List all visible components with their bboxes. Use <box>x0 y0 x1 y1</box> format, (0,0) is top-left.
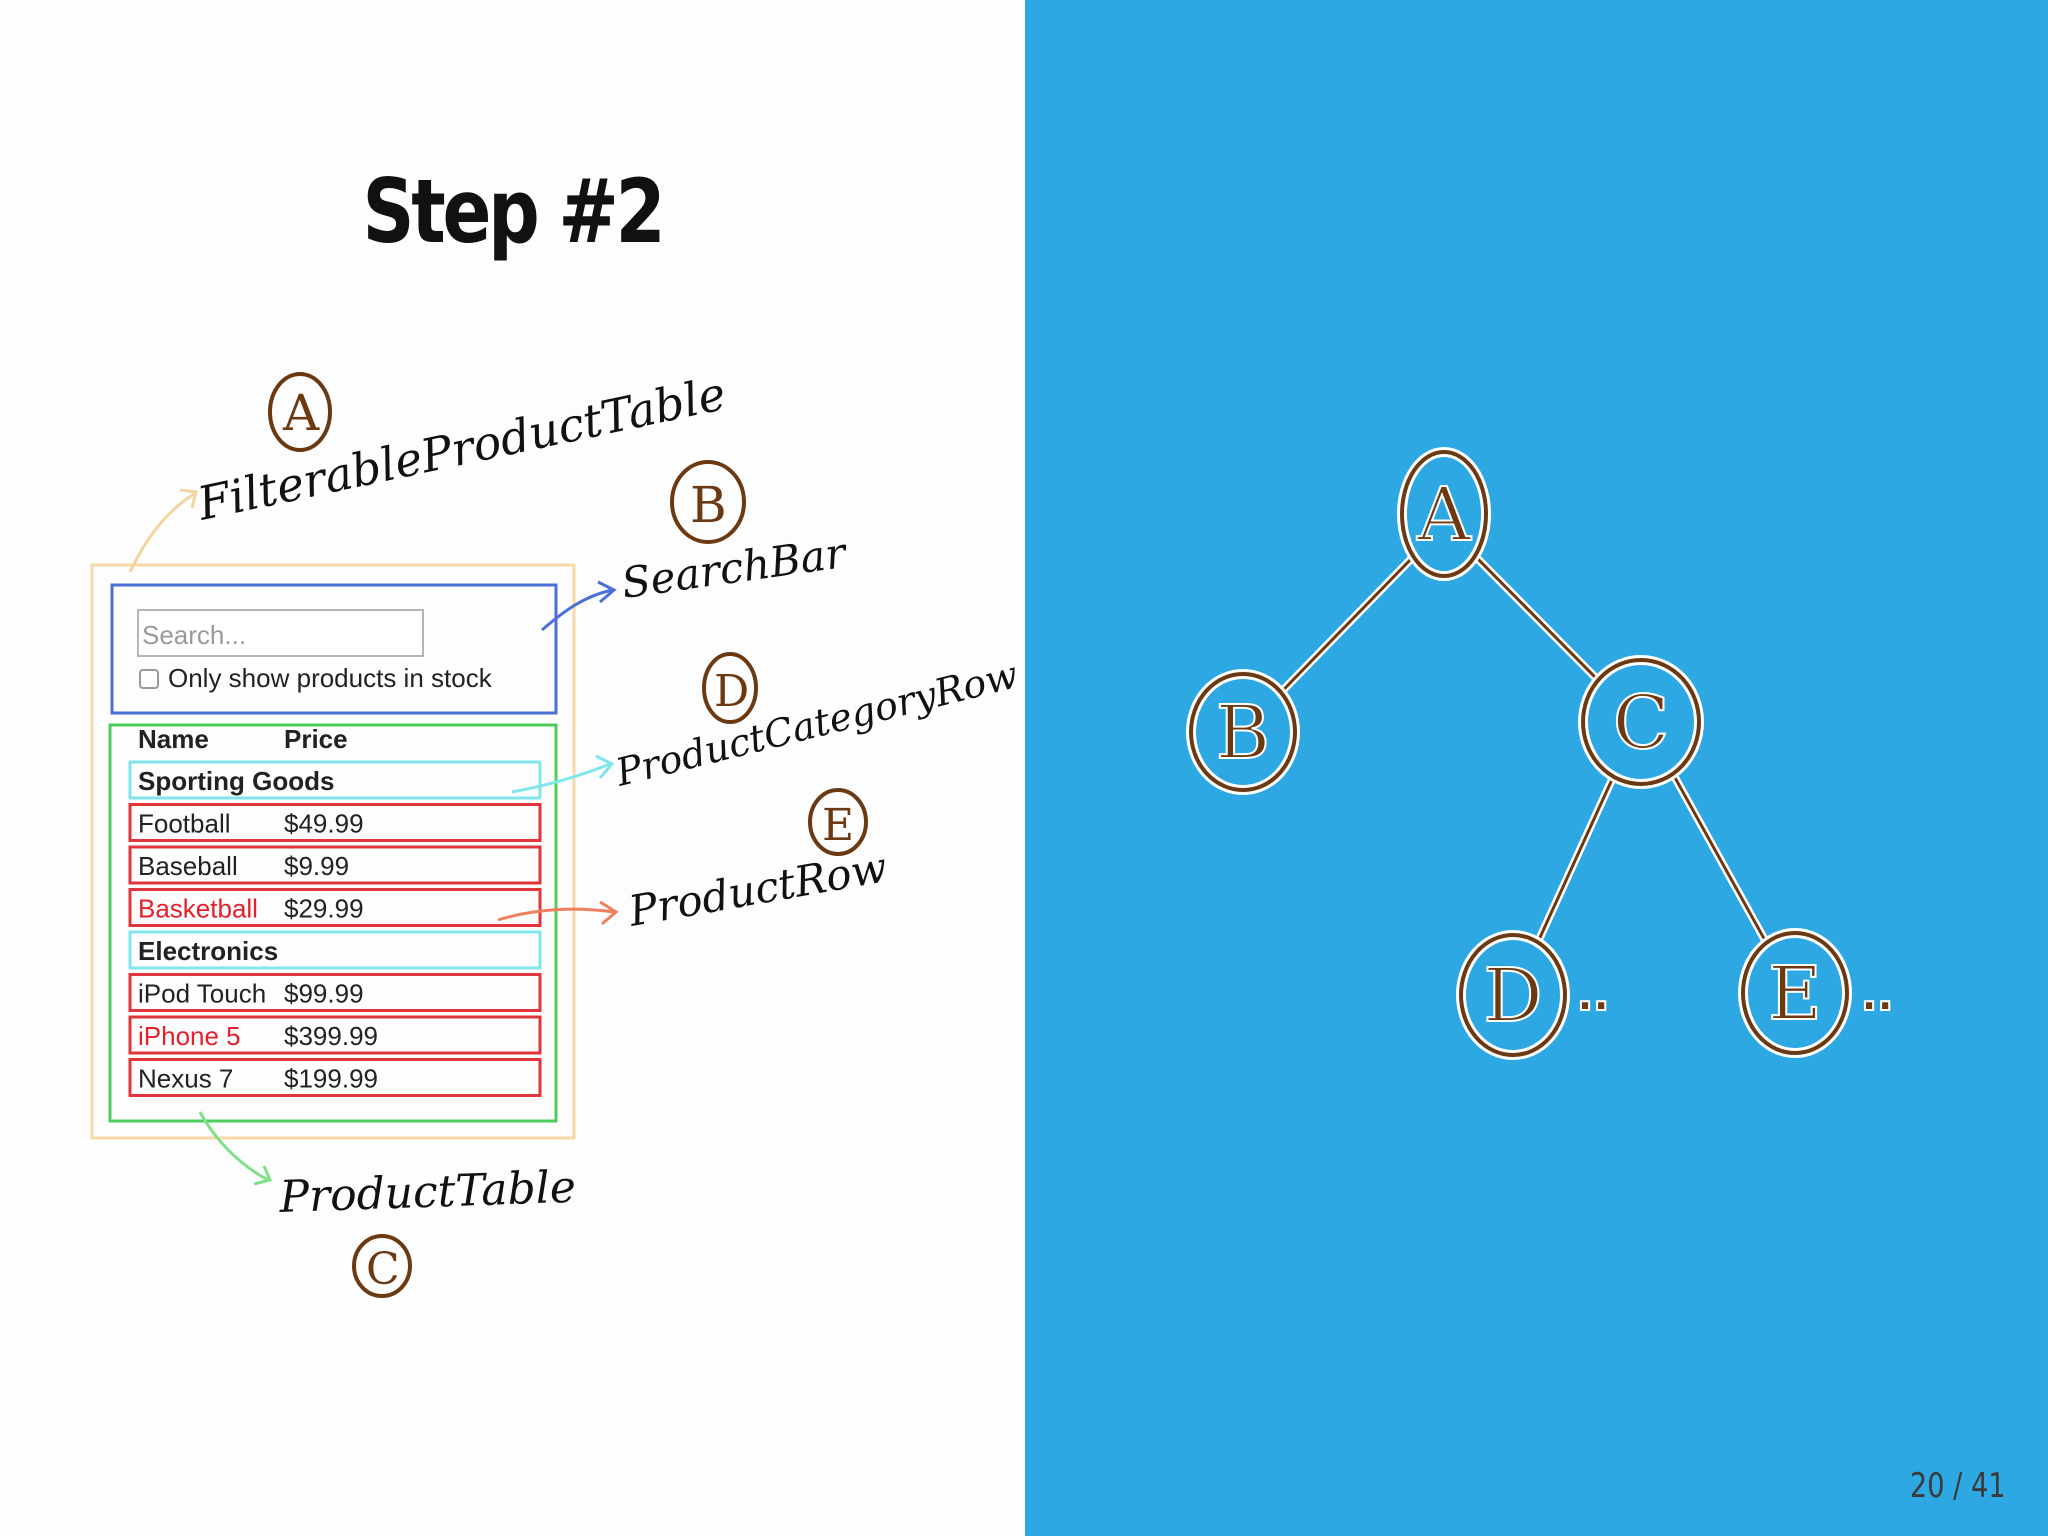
category-row-box <box>128 760 542 800</box>
annotation-d-circle <box>702 652 758 724</box>
tree-node-d-circle <box>1459 933 1567 1057</box>
search-placeholder: Search... <box>142 620 246 650</box>
product-price: $9.99 <box>284 851 349 881</box>
category-name: Sporting Goods <box>138 766 334 796</box>
column-header-name: Name <box>138 724 209 754</box>
tree-edge-c-d <box>1535 773 1616 945</box>
product-table-box <box>108 723 558 1123</box>
product-price: $29.99 <box>284 894 364 924</box>
annotation-a-letter: A <box>282 384 320 442</box>
tree-node-e-label: E <box>1768 951 1822 1037</box>
search-input[interactable] <box>137 609 424 657</box>
annotation-b-circle <box>670 460 746 544</box>
annotation-e-circle <box>808 788 868 856</box>
slide-counter: 20 / 41 <box>1910 1466 2006 1506</box>
annotation-d-label: ProductCategoryRow <box>611 652 1023 795</box>
component-tree-diagram: A B C D E .. .. <box>1186 447 1894 1060</box>
tree-edge-a-c <box>1474 555 1599 681</box>
tree-node-b-label: B <box>1216 690 1270 776</box>
arrow-d <box>511 762 611 794</box>
ellipsis-d: .. <box>1577 958 1609 1023</box>
annotation-c-label: ProductTable <box>278 1162 577 1223</box>
product-name: Football <box>138 809 231 839</box>
tree-edges <box>1277 552 1771 948</box>
tree-node-e-circle <box>1741 931 1849 1055</box>
annotation-a: A FilterableProductTable <box>128 366 730 573</box>
annotation-b-label: SearchBar <box>619 528 852 608</box>
product-row-box <box>128 1015 542 1055</box>
slide-title: Step #2 <box>362 160 666 263</box>
product-price: $99.99 <box>284 979 364 1009</box>
product-row-box <box>128 1058 542 1097</box>
product-price: $399.99 <box>284 1021 378 1051</box>
arrowhead-c <box>253 1165 273 1186</box>
tree-node-a-label: A <box>1416 472 1472 558</box>
right-panel: A B C D E .. .. 20 / 41 <box>1025 0 2048 1536</box>
tree-nodes: A B C D E <box>1186 447 1852 1060</box>
tree-edge-c-e <box>1671 771 1769 945</box>
annotation-c: ProductTable C <box>198 1111 577 1298</box>
arrow-a <box>128 492 195 573</box>
product-price: $199.99 <box>284 1064 378 1094</box>
product-row-box <box>128 803 542 842</box>
arrow-c <box>198 1111 269 1182</box>
arrow-e <box>497 907 615 922</box>
tree-node-a-circle <box>1400 450 1488 578</box>
tree-edge-a-b <box>1280 555 1415 693</box>
product-name: iPod Touch <box>138 979 266 1009</box>
in-stock-label: Only show products in stock <box>168 663 493 693</box>
filterable-product-table-box <box>90 563 576 1140</box>
arrowhead-e <box>599 900 619 926</box>
product-row-box <box>128 973 542 1012</box>
arrowhead-b <box>597 580 617 604</box>
tree-node-d-label: D <box>1483 953 1542 1039</box>
arrow-b <box>541 588 613 632</box>
product-name: iPhone 5 <box>138 1021 241 1051</box>
component-mockup-diagram: Search... Only show products in stock Na… <box>90 366 1023 1298</box>
product-price: $49.99 <box>284 809 364 839</box>
ellipsis-e: .. <box>1861 958 1893 1023</box>
tree-node-c-label: C <box>1613 680 1670 766</box>
annotation-e-letter: E <box>822 800 854 851</box>
tree-node-b-circle <box>1189 672 1297 792</box>
annotation-e-label: ProductRow <box>624 842 890 936</box>
annotation-b-letter: B <box>690 476 727 534</box>
product-name: Basketball <box>138 894 258 924</box>
in-stock-checkbox[interactable] <box>139 669 159 689</box>
product-row-box <box>128 888 542 927</box>
annotation-c-letter: C <box>366 1244 400 1295</box>
arrowhead-a <box>179 488 198 509</box>
annotation-b: B SearchBar <box>541 460 852 632</box>
search-bar-box <box>110 583 558 715</box>
annotation-c-circle <box>352 1234 412 1298</box>
annotation-d: D ProductCategoryRow <box>511 652 1023 795</box>
annotation-d-letter: D <box>714 666 749 717</box>
left-panel: Step #2 Search... Only show products in … <box>90 160 1023 1298</box>
product-name: Nexus 7 <box>138 1064 233 1094</box>
annotation-a-circle <box>268 372 332 452</box>
category-name: Electronics <box>138 936 278 966</box>
product-name: Baseball <box>138 851 238 881</box>
tree-node-c-circle <box>1581 658 1701 786</box>
arrowhead-d <box>595 754 615 779</box>
category-row-box <box>128 930 542 970</box>
product-row-box <box>128 845 542 885</box>
column-header-price: Price <box>284 724 348 754</box>
